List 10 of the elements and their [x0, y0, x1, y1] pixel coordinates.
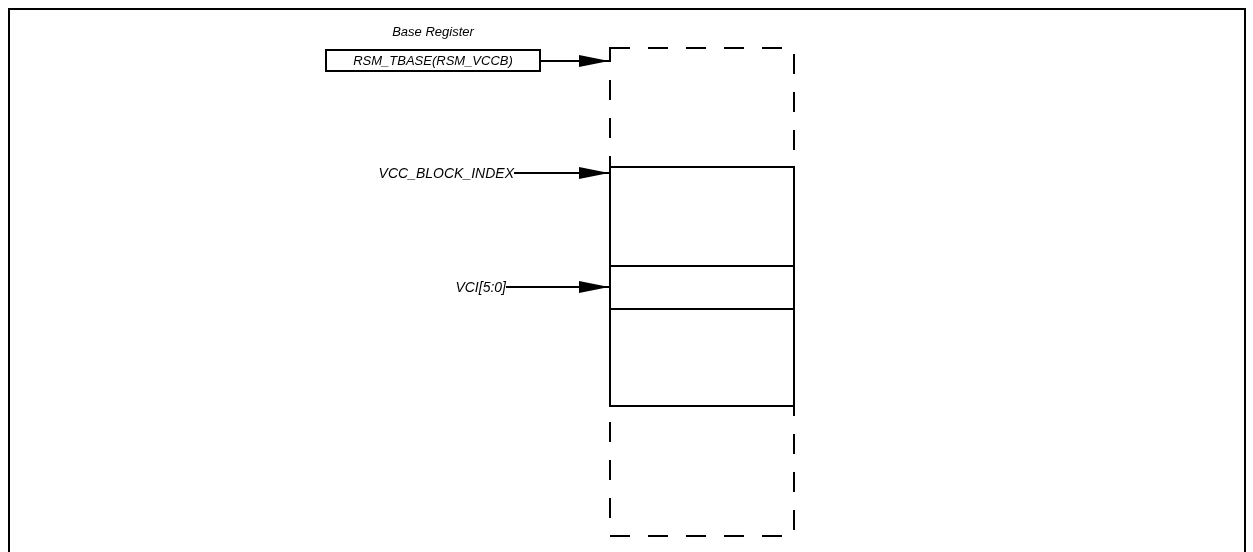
vcc-block	[609, 166, 795, 407]
index-label: VCC_BLOCK_INDEX	[364, 163, 514, 183]
table-entry	[611, 265, 793, 310]
register-box: RSM_TBASE(RSM_VCCB)	[325, 49, 541, 72]
index-label: VCI[5:0]	[420, 277, 506, 297]
arrow	[505, 281, 610, 293]
arrow	[540, 55, 610, 67]
arrow	[513, 167, 610, 179]
register-caption: Base Register	[391, 24, 476, 39]
memory-table	[609, 47, 795, 537]
